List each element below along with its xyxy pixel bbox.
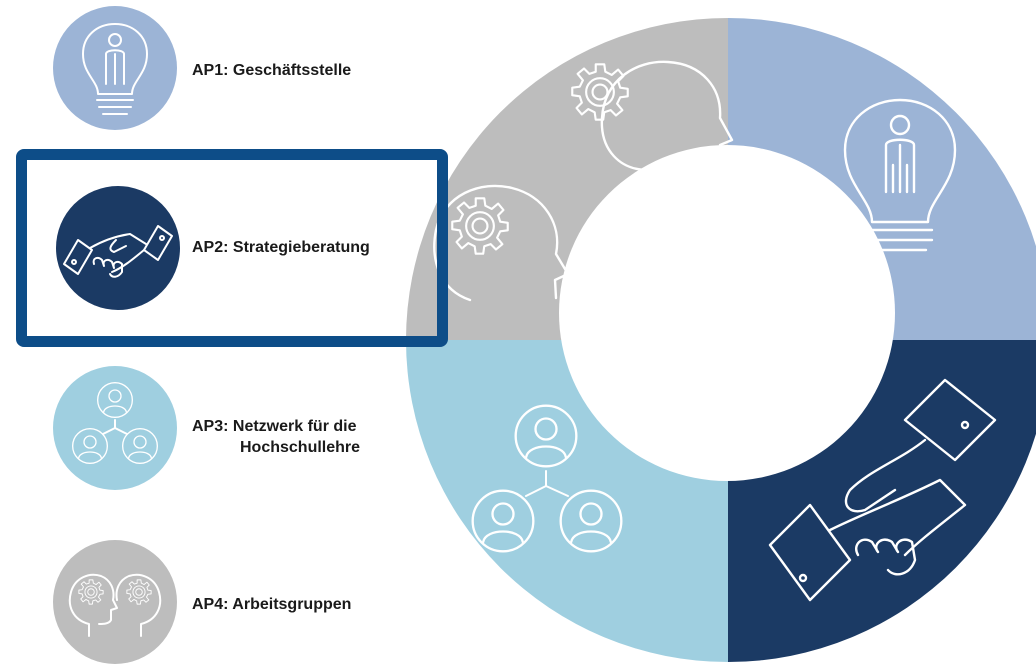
legend-label-ap1: AP1: Geschäftsstelle — [192, 62, 352, 79]
legend-icon-ap1 — [53, 6, 177, 130]
ring-handshake-icon — [768, 378, 997, 602]
ring-network-people-icon — [471, 404, 623, 553]
handshake-icon — [63, 225, 173, 278]
network-people-icon — [71, 381, 158, 465]
legend-icon-ap3 — [53, 366, 177, 490]
lightbulb-person-icon — [82, 23, 148, 115]
ring-center-hole — [559, 145, 895, 481]
highlight-box-ap2 — [16, 149, 448, 347]
legend-icon-ap4 — [53, 540, 177, 664]
heads-gears-icon — [68, 573, 162, 637]
legend-label-ap4: AP4: Arbeitsgruppen — [192, 596, 352, 613]
legend-icon-ap2 — [56, 186, 180, 310]
legend-label-ap3-line2: Hochschullehre — [240, 439, 361, 456]
legend-label-ap3: AP3: Netzwerk für die Hochschullehre — [192, 416, 360, 458]
ring-lightbulb-person-icon — [843, 98, 957, 252]
legend-label-ap2: AP2: Strategieberatung — [192, 239, 370, 256]
legend-label-ap3-line1: AP3: Netzwerk für die — [192, 418, 357, 435]
